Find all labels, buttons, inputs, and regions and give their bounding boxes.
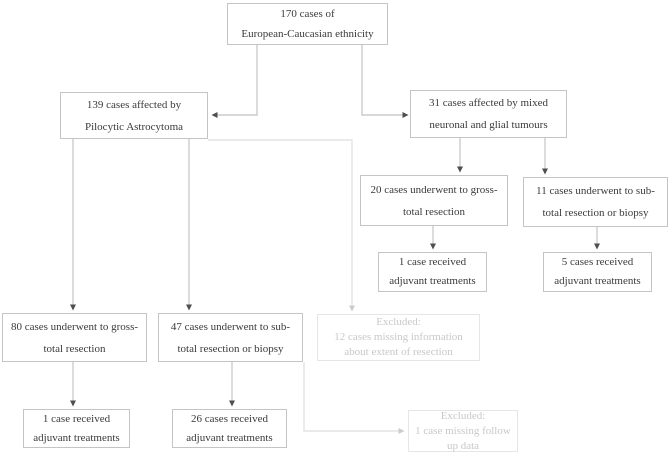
node-total-cases: 170 cases of European-Caucasian ethnicit… (227, 3, 388, 45)
connector-total-to-pilocytic (211, 45, 258, 118)
node-mixed-sub-adjuvant: 5 cases received adjuvant treatments (543, 252, 652, 292)
node-label-line: adjuvant treatments (33, 431, 120, 444)
node-label-line: 80 cases underwent to gross- (10, 320, 139, 333)
node-label-line: 1 case received (42, 412, 111, 425)
node-mixed-tumours: 31 cases affected by mixed neuronal and … (410, 90, 567, 138)
node-label-line: 20 cases underwent to gross- (370, 183, 498, 196)
node-label-line: 31 cases affected by mixed (429, 97, 548, 109)
node-label-line: 26 cases received (191, 412, 268, 425)
node-label-line: 11 cases underwent to sub- (536, 185, 655, 197)
node-label-line: adjuvant treatments (186, 431, 273, 444)
node-pa-sub-adjuvant: 26 cases received adjuvant treatments (172, 409, 287, 448)
node-label-line: adjuvant treatments (389, 275, 476, 287)
node-label-line: 12 cases missing information (334, 331, 463, 343)
node-label-line: 47 cases underwent to sub- (170, 320, 291, 333)
node-mixed-sub-total-resection: 11 cases underwent to sub- total resecti… (523, 177, 668, 227)
node-label-line: up data (446, 439, 480, 452)
node-label-line: neuronal and glial tumours (429, 119, 548, 131)
node-label-line: total resection or biopsy (542, 207, 649, 219)
node-label-line: about extent of resection (344, 346, 453, 358)
node-label-line: Excluded: (440, 409, 486, 422)
node-pa-sub-total-resection: 47 cases underwent to sub- total resecti… (158, 313, 303, 362)
node-pa-gross-adjuvant: 1 case received adjuvant treatments (23, 409, 130, 448)
node-label-line: Excluded: (376, 316, 421, 328)
node-excluded-missing-followup: Excluded: 1 case missing follow up data (408, 410, 518, 452)
node-label-line: 1 case missing follow (415, 424, 511, 437)
connector-pilocytic-to-excluded-resection (208, 139, 355, 312)
node-excluded-missing-resection-info: Excluded: 12 cases missing information a… (317, 314, 480, 361)
node-label-line: total resection (43, 342, 106, 355)
node-label-line: total resection (402, 205, 465, 218)
node-mixed-gross-adjuvant: 1 case received adjuvant treatments (378, 252, 487, 292)
node-label-line: total resection or biopsy (177, 342, 284, 355)
node-label-line: 139 cases affected by (86, 98, 182, 111)
node-label-line: 170 cases of (280, 8, 335, 20)
connector-total-to-mixed (361, 45, 409, 118)
connector-pa-sub-to-excluded-followup (303, 362, 405, 434)
node-pilocytic-astrocytoma: 139 cases affected by Pilocytic Astrocyt… (60, 92, 208, 139)
node-mixed-gross-total-resection: 20 cases underwent to gross- total resec… (360, 175, 508, 226)
node-label-line: adjuvant treatments (554, 275, 641, 287)
node-label-line: 5 cases received (561, 256, 634, 268)
node-pa-gross-total-resection: 80 cases underwent to gross- total resec… (2, 313, 147, 362)
node-label-line: Pilocytic Astrocytoma (84, 120, 184, 133)
node-label-line: 1 case received (398, 256, 467, 268)
node-label-line: European-Caucasian ethnicity (241, 28, 374, 40)
